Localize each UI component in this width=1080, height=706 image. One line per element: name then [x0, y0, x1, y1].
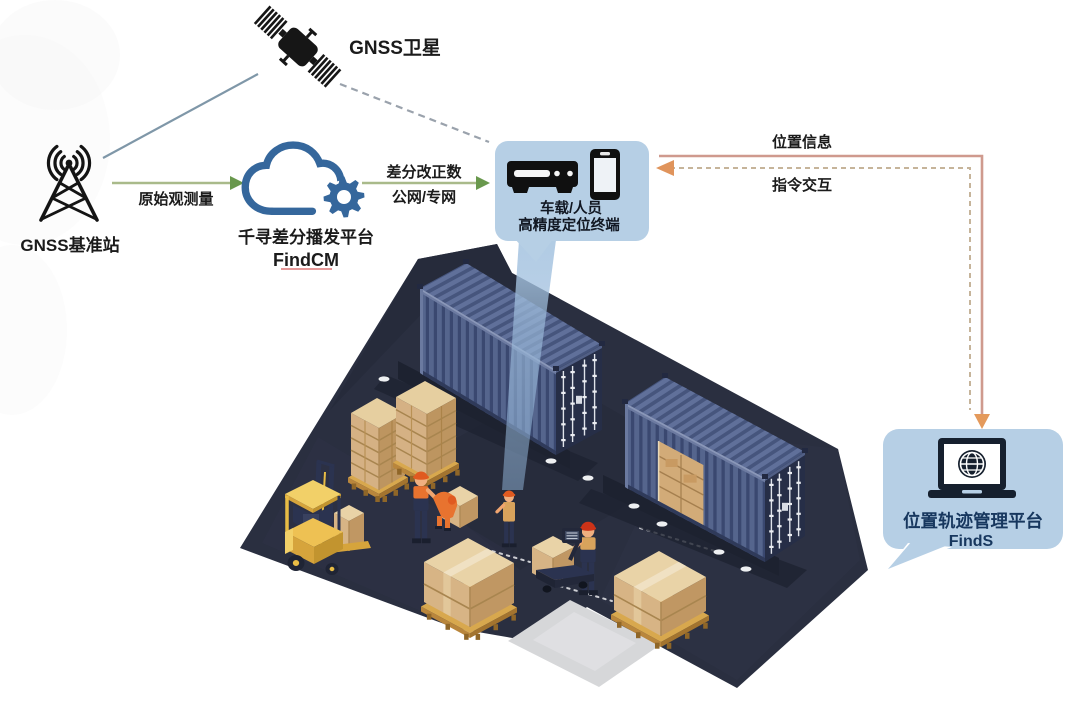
svg-text:公网/专网: 公网/专网 — [392, 188, 456, 206]
svg-text:车载/人员: 车载/人员 — [540, 199, 602, 217]
svg-text:原始观测量: 原始观测量 — [138, 190, 213, 208]
svg-text:差分改正数: 差分改正数 — [386, 163, 462, 181]
svg-text:位置信息: 位置信息 — [772, 133, 832, 151]
svg-text:千寻差分播发平台: 千寻差分播发平台 — [238, 227, 374, 247]
svg-text:位置轨迹管理平台: 位置轨迹管理平台 — [903, 511, 1043, 531]
svg-text:GNSS卫星: GNSS卫星 — [349, 37, 441, 59]
svg-text:FindS: FindS — [949, 533, 994, 550]
svg-text:FindCM: FindCM — [273, 250, 339, 270]
svg-text:指令交互: 指令交互 — [772, 176, 832, 194]
svg-text:GNSS基准站: GNSS基准站 — [20, 235, 119, 255]
svg-text:高精度定位终端: 高精度定位终端 — [518, 216, 620, 234]
